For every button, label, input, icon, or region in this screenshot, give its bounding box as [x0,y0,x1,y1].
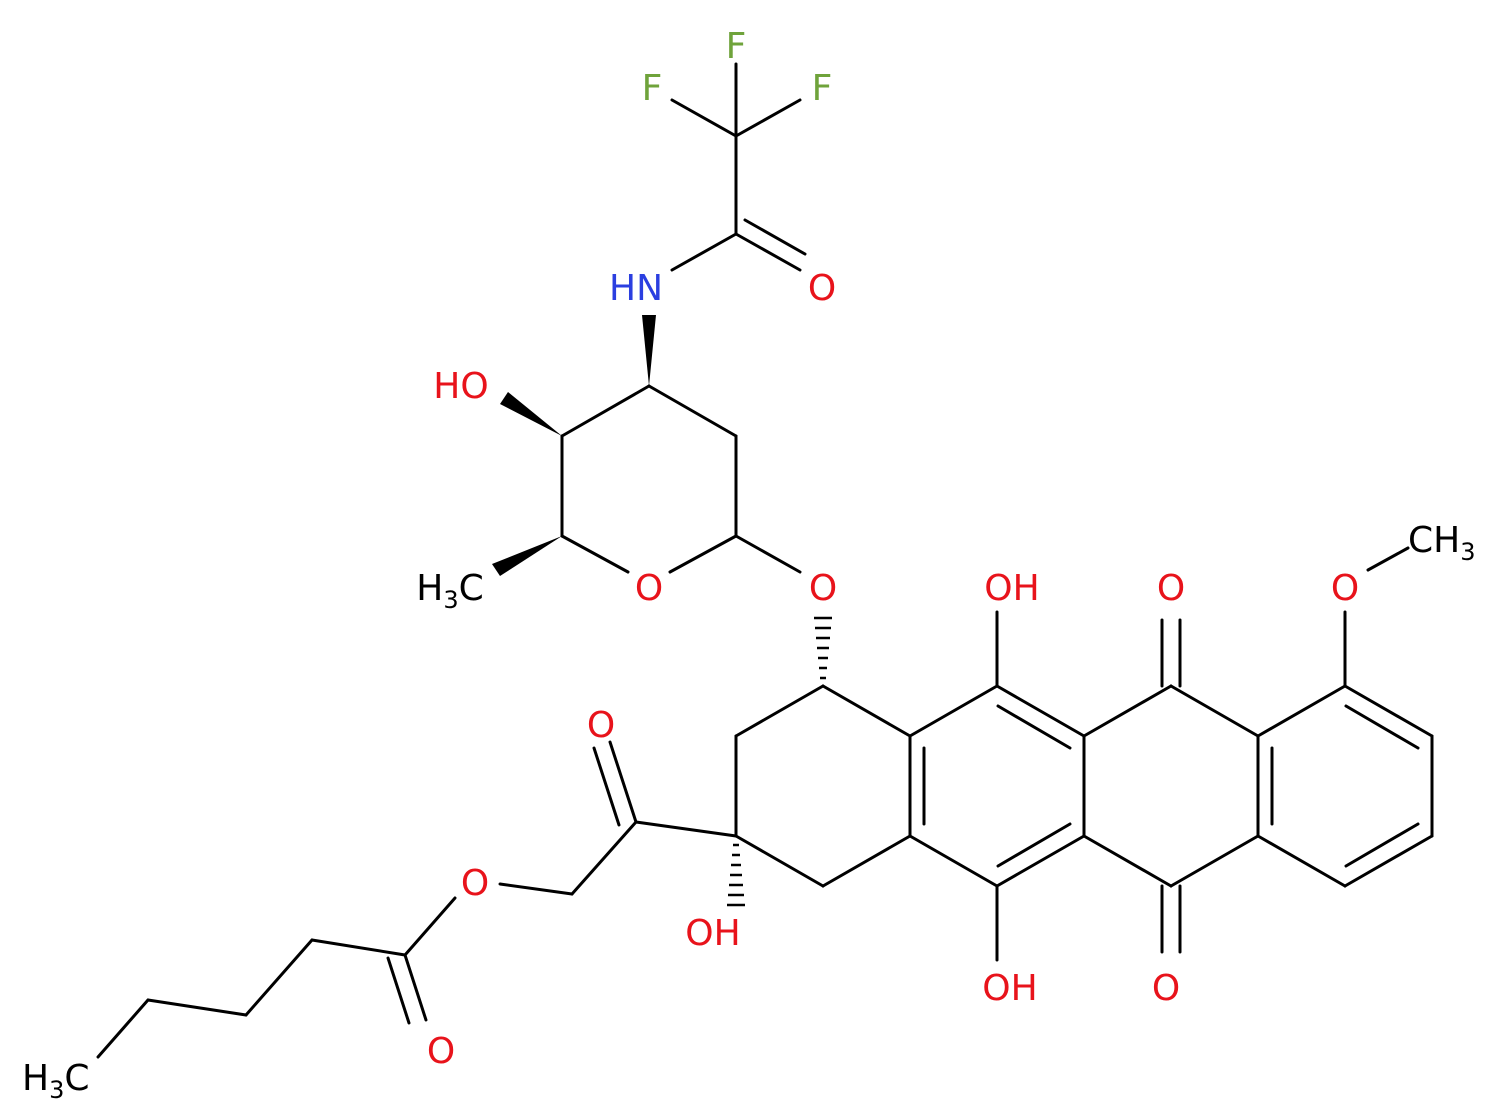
methoxy-methyl-label: CH3 [1408,520,1476,566]
bond [403,953,428,1022]
ring-oxygen-label: O [635,568,663,609]
bonds [96,62,1434,1059]
bond [670,232,738,272]
stereo-bonds [492,315,832,907]
bond [743,218,807,256]
bond [908,684,999,738]
bond [1343,834,1434,888]
ketone-oxygen-label: O [587,705,615,746]
bond [96,998,150,1059]
bond [1169,684,1260,738]
bond [734,684,825,738]
bond [821,684,912,738]
ester-link-oxygen-label: O [461,863,489,904]
bond [634,820,738,838]
bond [560,534,630,574]
bond [668,534,738,574]
amide-oxygen-label: O [808,268,836,309]
bond [403,896,457,957]
methoxy-oxygen-label: O [1331,568,1359,609]
chain-methyl-label: H3C [22,1058,90,1104]
bond [386,956,411,1025]
phenol-oh-top-label: OH [984,568,1039,609]
bond [146,998,248,1017]
bond [1344,704,1420,750]
bond [560,384,651,438]
sugar-methyl-label: H3C [416,568,484,614]
phenol-oh-bottom-label: OH [982,968,1037,1009]
amide-nitrogen-label: HN [609,268,663,309]
bond [1366,546,1410,572]
fluorine-label: F [642,68,663,109]
bond [244,938,314,1017]
quinone-oxygen-bottom-label: O [1152,968,1180,1009]
bond [1344,822,1420,868]
bond [821,834,912,888]
bond [995,834,1086,888]
bond [608,740,638,824]
sugar-hydroxyl-label: HO [433,366,488,407]
bond [1169,834,1260,888]
bond [734,834,825,888]
bond [734,98,802,138]
ester-carbonyl-oxygen-label: O [427,1031,455,1072]
bond [734,534,802,574]
hash-bond [727,843,745,907]
bond [734,232,802,272]
hash-bond [814,616,832,680]
bond [996,822,1072,868]
bond [1082,684,1173,738]
bond [647,384,738,438]
atom-labels: F F F HN O HO H3C O O OH O O CH3 O O OH … [22,26,1476,1104]
bond [670,98,738,138]
bond [592,746,621,827]
bond [996,704,1072,750]
bond [995,684,1086,738]
fluorine-label: F [726,26,747,67]
bond [1343,684,1434,738]
bond [1256,834,1347,888]
glycosidic-oxygen-label: O [809,568,837,609]
wedge-bond [492,536,562,576]
bond [908,834,999,888]
wedge-bond [642,315,656,386]
fluorine-label: F [812,68,833,109]
quinone-oxygen-top-label: O [1157,568,1185,609]
tertiary-oh-label: OH [685,913,740,954]
bond [310,938,407,957]
bond [498,882,574,896]
bond [570,820,638,896]
bond [1256,684,1347,738]
wedge-bond [500,392,562,436]
bond [1082,834,1173,888]
